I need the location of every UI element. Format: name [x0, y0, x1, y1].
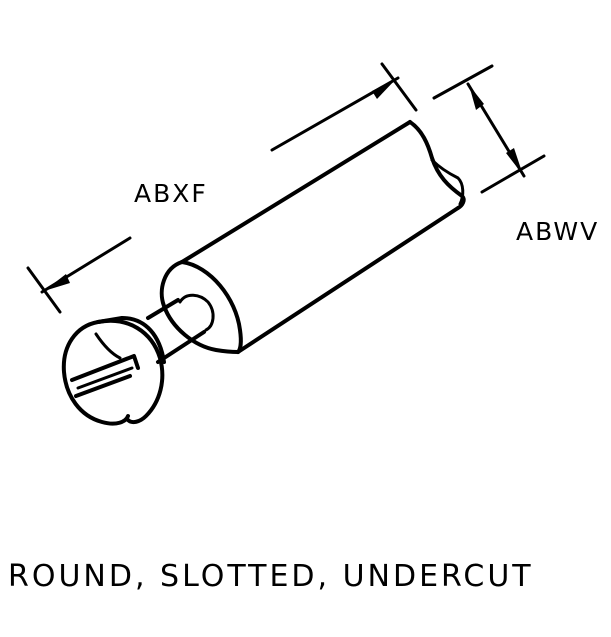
neck-top-edge	[146, 298, 180, 320]
shank-bottom-edge	[236, 206, 460, 354]
length-dimension: ABXF	[26, 62, 418, 314]
collar-inner-ellipse	[178, 293, 215, 332]
head-face	[61, 320, 130, 426]
diameter-arrowhead-top	[469, 85, 484, 110]
diameter-dimension: ABWV	[432, 64, 599, 246]
slot-upper-edge	[70, 354, 140, 382]
shank-break-inner-curve	[430, 158, 465, 206]
screw-head	[61, 316, 166, 426]
shank-top-edge	[180, 120, 412, 264]
shoulder-collar	[159, 260, 240, 354]
diameter-extension-line-bottom	[480, 154, 546, 194]
head-rim	[96, 318, 165, 425]
shank-break-line	[408, 120, 466, 210]
diameter-label: ABWV	[516, 217, 599, 246]
length-arrowhead-left	[44, 274, 70, 291]
diameter-arrowhead-bottom	[506, 148, 523, 175]
shank-end-face	[180, 260, 243, 354]
length-label: ABXF	[134, 179, 208, 208]
slot-lower-edge	[74, 374, 132, 398]
neck-bottom-edge	[156, 330, 206, 364]
undercut-neck	[146, 298, 206, 364]
diameter-extension-line-top	[432, 64, 494, 100]
diagram-caption: ROUND, SLOTTED, UNDERCUT	[8, 559, 534, 594]
shank	[180, 120, 466, 354]
length-arrowhead-right	[372, 79, 396, 99]
slot-bottom	[76, 366, 134, 390]
head-side-top	[96, 316, 124, 324]
length-extension-line-right	[380, 62, 418, 112]
collar-outline	[159, 260, 240, 354]
head-back-rim	[120, 316, 166, 364]
slot-crack	[94, 332, 122, 360]
